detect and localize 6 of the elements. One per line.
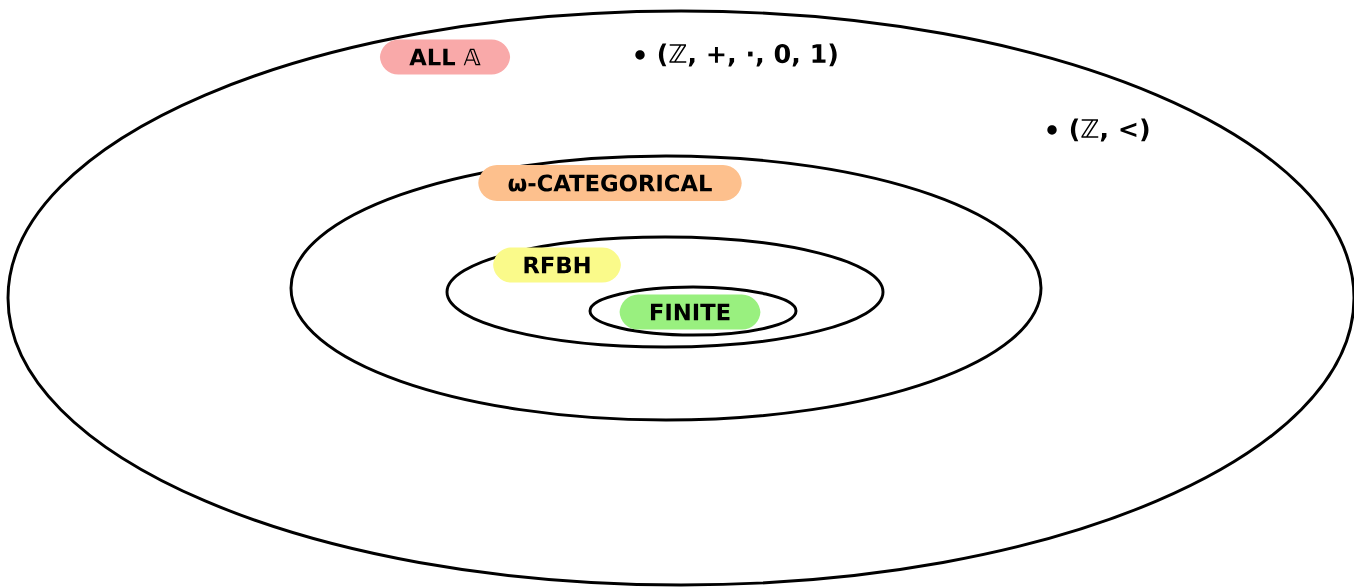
- highlighted-label: FINITE: [619, 294, 761, 330]
- structure-label: (ℤ, +, ·, 0, 1): [658, 43, 837, 67]
- highlighted-label: ω-CATEGORICAL: [478, 165, 742, 201]
- highlighted-label: ALL 𝔸: [379, 39, 511, 75]
- highlighted-label: RFBH: [493, 247, 621, 283]
- structure-label: (ℤ, <): [1070, 118, 1149, 142]
